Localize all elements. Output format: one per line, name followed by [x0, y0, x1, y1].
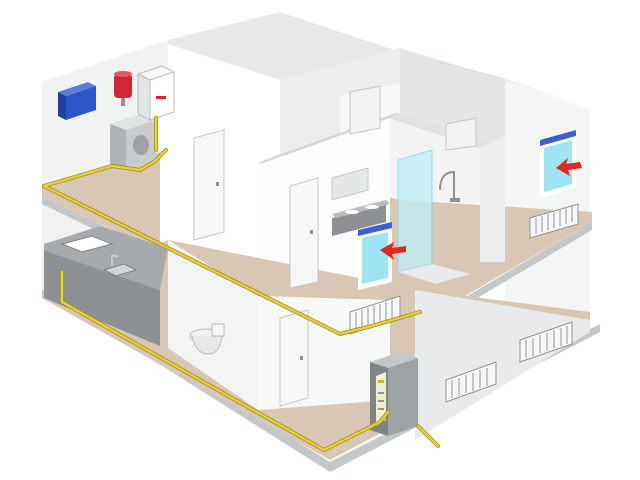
- airflow-arrow-right: [556, 158, 582, 176]
- door-upper-front: [289, 177, 319, 289]
- washbasin-icon: [331, 167, 390, 236]
- sink-icon: [102, 263, 138, 277]
- radiator-lower-center: [445, 361, 497, 403]
- pipe-network: [42, 116, 440, 452]
- lower-wall-right: [415, 290, 590, 440]
- kitchen-counter: [44, 226, 168, 346]
- airflow-arrow-center: [380, 242, 406, 260]
- upper-wall-right-room: [480, 136, 505, 262]
- door-upper-back: [349, 85, 381, 135]
- window-center: [358, 222, 406, 290]
- wall-heater-icon: [136, 65, 176, 121]
- boiler-icon: [370, 352, 418, 436]
- door-upper-right: [445, 117, 477, 151]
- toilet-icon: [189, 323, 225, 355]
- washer-icon: [110, 114, 156, 170]
- door-lower-front: [279, 309, 309, 407]
- expansion-vessel-icon: [114, 71, 132, 106]
- door-upper-left: [193, 129, 225, 241]
- boiler-control-panel: [376, 372, 386, 424]
- shower-icon: [397, 149, 470, 284]
- window-right: [540, 130, 582, 198]
- control-box-icon: [58, 82, 96, 120]
- radiator-lower-right: [519, 321, 573, 363]
- cooktop-icon: [60, 235, 114, 253]
- radiator-upper-right: [529, 203, 579, 239]
